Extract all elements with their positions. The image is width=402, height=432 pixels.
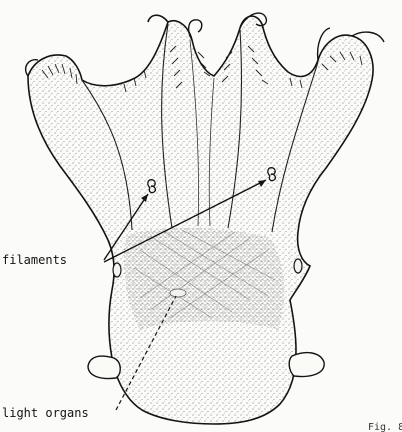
figure-number: Fig. 8 (368, 423, 402, 432)
fin-right (289, 353, 324, 377)
label-filaments: filaments (2, 254, 67, 266)
eye-right (294, 259, 302, 273)
arm-tip-1 (148, 15, 168, 22)
arm-tip-2 (189, 20, 202, 40)
eye-left (113, 263, 121, 277)
fin-left (88, 356, 120, 378)
body-shading (124, 228, 284, 330)
light-organ (170, 289, 186, 297)
label-light-organs: light organs (2, 407, 89, 419)
